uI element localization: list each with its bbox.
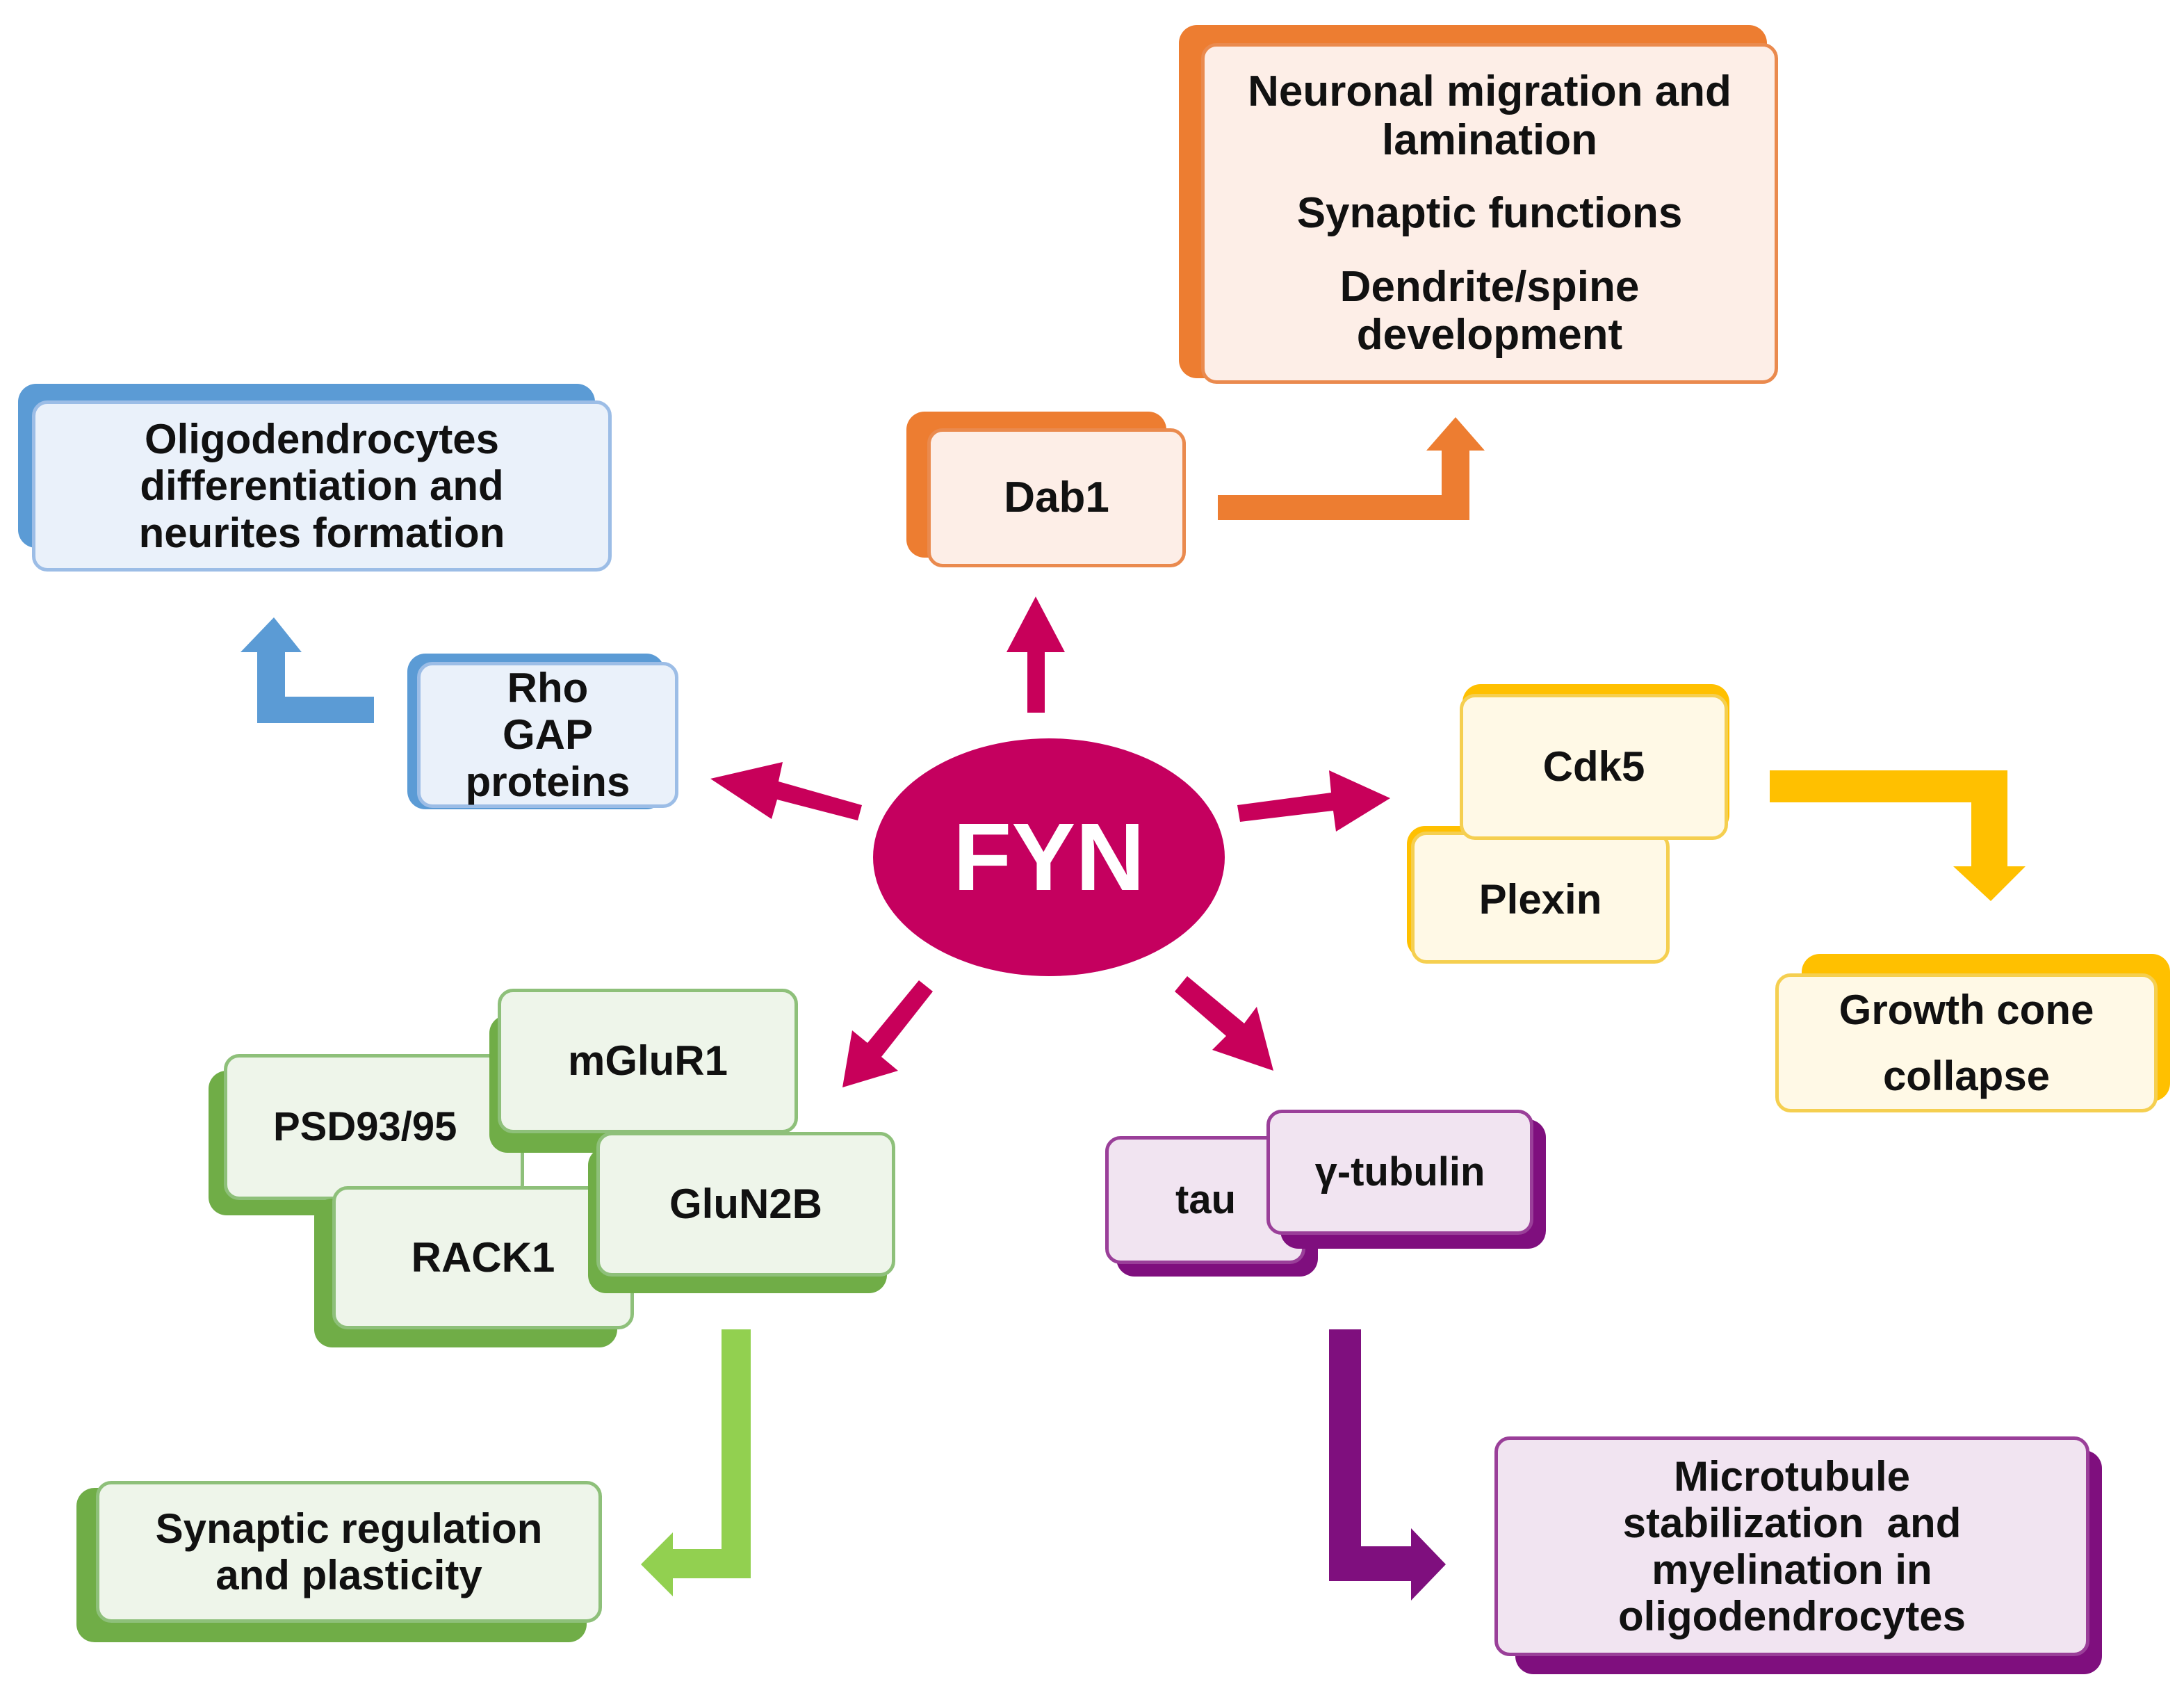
- neuronal-line-4: Dendrite/spine: [1339, 262, 1640, 311]
- arrow-to-dab1: [1007, 597, 1065, 713]
- neuronal-line-3: Synaptic functions: [1296, 189, 1683, 238]
- microtubule-line-4: oligodendrocytes: [1617, 1593, 1966, 1640]
- microtubule-line-1: Microtubule: [1674, 1452, 1910, 1500]
- growth-line-2: collapse: [1882, 1053, 2051, 1099]
- arrow-to-rho: [710, 762, 862, 820]
- plexin-box: Plexin: [1411, 832, 1670, 964]
- green-bent-arrow: [641, 1329, 751, 1596]
- dab1-box: Dab1: [927, 428, 1186, 567]
- synaptic-line-2: and plasticity: [215, 1552, 482, 1598]
- glun2b-box: GluN2B: [596, 1132, 895, 1277]
- rack1-label: RACK1: [411, 1234, 555, 1281]
- oligo-line-3: neurites formation: [138, 509, 505, 556]
- oligodendrocytes-box: Oligodendrocytes differentiation and neu…: [32, 400, 612, 572]
- tau-label: tau: [1175, 1176, 1236, 1222]
- neuronal-functions-box: Neuronal migration and lamination Synapt…: [1201, 43, 1778, 384]
- neuronal-line-5: development: [1356, 311, 1623, 359]
- plexin-label: Plexin: [1478, 875, 1602, 923]
- rho-gap-box: Rho GAP proteins: [417, 662, 678, 808]
- oligo-line-1: Oligodendrocytes: [144, 416, 500, 463]
- microtubule-line-2: stabilization and: [1622, 1499, 1962, 1546]
- neuronal-line-2: lamination: [1381, 115, 1598, 164]
- gamma-tubulin-label: γ-tubulin: [1314, 1149, 1485, 1194]
- arrow-to-tau: [1175, 976, 1273, 1071]
- oligo-line-2: differentiation and: [140, 462, 504, 510]
- rack1-box: RACK1: [332, 1186, 634, 1329]
- fyn-node: FYN: [873, 738, 1225, 976]
- glun2b-label: GluN2B: [669, 1181, 823, 1228]
- rho-line-1: Rho: [507, 665, 589, 712]
- mglur1-label: mGluR1: [567, 1037, 728, 1085]
- growth-cone-box: Growth cone collapse: [1775, 973, 2158, 1112]
- rho-line-2: GAP: [502, 711, 594, 759]
- microtubule-line-3: myelination in: [1652, 1546, 1932, 1593]
- microtubule-box: Microtubule stabilization and myelinatio…: [1494, 1436, 2089, 1656]
- gamma-tubulin-box: γ-tubulin: [1266, 1110, 1533, 1235]
- synaptic-regulation-box: Synaptic regulation and plasticity: [96, 1481, 602, 1623]
- mglur1-box: mGluR1: [498, 989, 798, 1133]
- arrow-to-cdk5: [1237, 770, 1390, 832]
- cdk5-label: Cdk5: [1542, 743, 1645, 791]
- growth-line-1: Growth cone: [1839, 986, 2094, 1033]
- orange-bent-arrow: [1218, 417, 1485, 520]
- cdk5-box: Cdk5: [1460, 694, 1728, 840]
- yellow-bent-arrow: [1770, 770, 2026, 901]
- neuronal-line-1: Neuronal migration and: [1248, 67, 1731, 116]
- psd-label: PSD93/95: [273, 1103, 457, 1149]
- synaptic-line-1: Synaptic regulation: [155, 1505, 543, 1552]
- dab1-label: Dab1: [1004, 473, 1109, 522]
- blue-bent-arrow: [241, 617, 374, 723]
- arrow-to-glutamate-complex: [842, 980, 933, 1087]
- psd-box: PSD93/95: [224, 1054, 524, 1200]
- rho-line-3: proteins: [465, 758, 630, 805]
- purple-bent-arrow: [1329, 1329, 1446, 1601]
